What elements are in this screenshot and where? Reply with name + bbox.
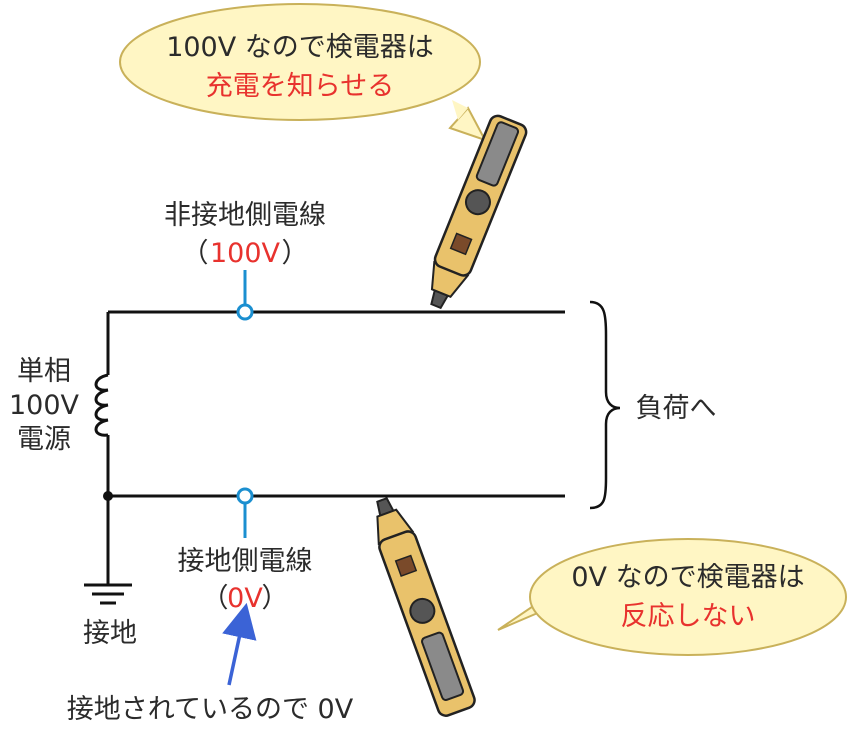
source-label: 単相 100V 電源 [9,356,80,455]
bubble-top-line1: 100V なので検電器は [166,32,434,63]
ground-label: 接地 [83,618,137,649]
hot-wire-voltage: （ 100V ） [182,238,309,269]
bubble-bottom-line2: 反応しない [621,601,756,632]
hot-wire-paren-open: （ [182,238,209,269]
load-brace [589,300,621,510]
hot-wire-label: 非接地側電線 [164,200,326,231]
voltage-tester-icon [376,497,476,717]
ground-symbol-icon [84,583,132,605]
bubble-top-line2: 充電を知らせる [206,71,394,102]
grounded-wire-tap-point [236,487,254,505]
grounded-wire-paren-close: ） [262,583,289,614]
voltage-tester-icon [430,114,528,310]
load-label: 負荷へ [636,393,717,424]
bubble-bottom-body [529,538,847,656]
bubble-top-tail [448,106,488,142]
bubble-bottom-line1: 0V なので検電器は [571,562,804,593]
grounded-wire-label: 接地側電線 [178,546,313,577]
circuit [84,270,621,605]
bubble-top-body [119,3,481,121]
grounded-wire-voltage-value: 0V [227,583,263,614]
hot-wire-paren-close: ） [282,238,309,269]
note-text: 接地されているので 0V [67,694,354,725]
source-label-line1: 単相 [17,356,71,387]
grounded-wire-voltage: （ 0V ） [202,583,289,614]
speech-bubble-top: 100V なので検電器は 充電を知らせる [119,3,488,142]
hot-wire-tap-point [236,303,254,321]
hot-wire-voltage-value: 100V [210,238,281,269]
grounded-wire-paren-open: （ [202,583,229,614]
source-label-line2: 100V [9,390,80,421]
source-label-line3: 電源 [17,424,71,455]
note-arrow [222,602,257,686]
ground-junction-dot [103,491,113,501]
speech-bubble-bottom: 0V なので検電器は 反応しない [497,538,847,656]
inductor-coil-icon [94,373,109,437]
